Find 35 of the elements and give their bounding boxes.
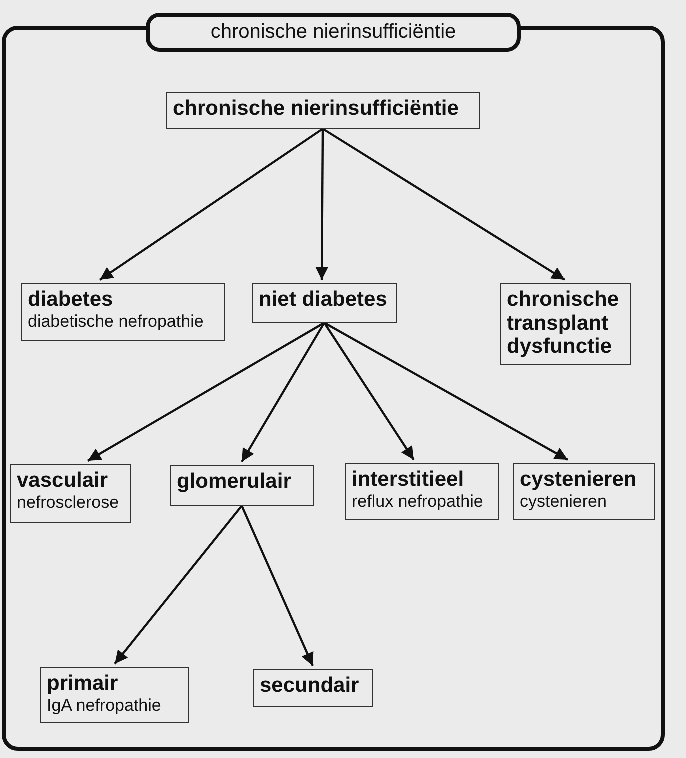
node-subtitle: nefrosclerose (17, 492, 120, 512)
category-box (345, 463, 499, 520)
category-box (500, 283, 631, 365)
node-heading: niet diabetes (259, 288, 388, 312)
node-subtitle: diabetische nefropathie (28, 312, 205, 332)
node-heading: primair (47, 672, 120, 696)
node-heading: chronische nierinsufficiëntie (173, 97, 460, 121)
arrow (241, 322, 326, 463)
node-heading: chronische transplant dysfunctie (507, 288, 620, 359)
category-box (40, 667, 189, 723)
arrow (99, 128, 324, 281)
node-heading: cystenieren (520, 468, 638, 492)
node-heading: diabetes (28, 288, 114, 312)
node-heading: vasculair (17, 469, 110, 493)
node-heading: secundair (260, 674, 360, 698)
node-subtitle: cystenieren (520, 492, 608, 512)
category-box (170, 465, 314, 506)
node-heading: interstitieel (352, 468, 466, 492)
node-heading: glomerulair (177, 470, 292, 494)
title-banner: chronische nierinsufficiëntie (146, 13, 521, 52)
category-box (10, 464, 131, 523)
arrow (322, 128, 566, 281)
arrow (316, 129, 329, 280)
category-box (253, 669, 373, 707)
arrow (241, 506, 314, 666)
category-box (252, 283, 397, 323)
arrow (114, 505, 243, 665)
arrow (87, 322, 326, 462)
category-box (166, 92, 480, 129)
category-box (513, 463, 655, 520)
arrow (324, 322, 415, 461)
category-box (21, 283, 225, 341)
arrow (324, 322, 569, 461)
node-subtitle: reflux nefropathie (352, 492, 484, 512)
node-subtitle: IgA nefropathie (47, 696, 162, 716)
